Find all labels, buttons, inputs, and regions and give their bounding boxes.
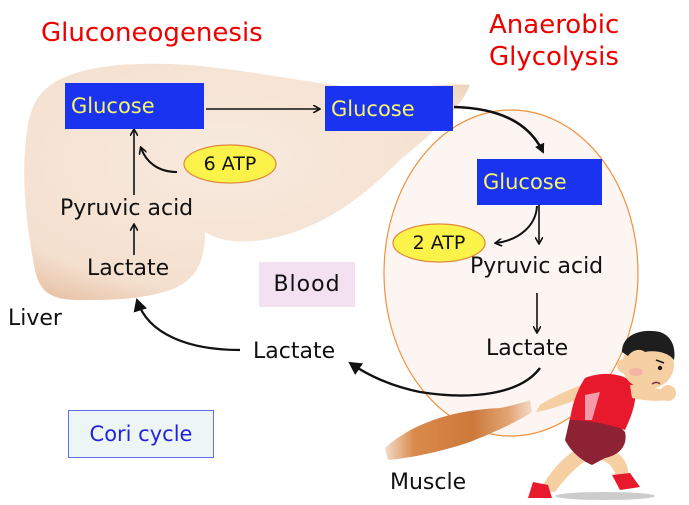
muscle-lactate: Lactate: [486, 336, 569, 361]
arrow-blood-glucose-to-muscle-glucose: [453, 105, 545, 154]
atp-6-ellipse: [183, 144, 277, 184]
muscle-glucose-label: Glucose: [483, 170, 567, 194]
blood-label: Blood: [259, 262, 355, 307]
blood-glucose-box: Glucose: [325, 86, 453, 131]
arrow-blood-lactate-to-liver: [133, 298, 241, 352]
runner-illustration: [528, 330, 676, 500]
arrow-6atp-input: [141, 148, 178, 173]
liver-pyruvic-acid: Pyruvic acid: [60, 196, 194, 221]
atp-6-label: 6 ATP: [203, 153, 257, 175]
liver-label: Liver: [8, 306, 62, 331]
liver-glucose-box: Glucose: [65, 83, 204, 129]
muscle-label: Muscle: [390, 470, 467, 495]
arrow-2atp-output: [496, 205, 538, 243]
title-glycolysis: Glycolysis: [489, 42, 619, 72]
blood-glucose-label: Glucose: [331, 96, 415, 121]
muscle-pyruvic-acid: Pyruvic acid: [470, 254, 604, 279]
liver-glucose-label: Glucose: [71, 94, 155, 118]
title-gluconeogenesis: Gluconeogenesis: [41, 18, 263, 48]
cori-cycle-label: Cori cycle: [68, 410, 214, 458]
title-anaerobic: Anaerobic: [489, 10, 620, 40]
arrow-muscle-lactate-to-blood: [348, 361, 541, 397]
muscle-tissue-illustration: [385, 400, 532, 460]
liver-lactate: Lactate: [87, 256, 170, 281]
atp-2-ellipse: [392, 223, 486, 263]
atp-2-label: 2 ATP: [412, 232, 466, 254]
blood-lactate: Lactate: [253, 339, 336, 364]
muscle-glucose-box: Glucose: [477, 159, 602, 205]
